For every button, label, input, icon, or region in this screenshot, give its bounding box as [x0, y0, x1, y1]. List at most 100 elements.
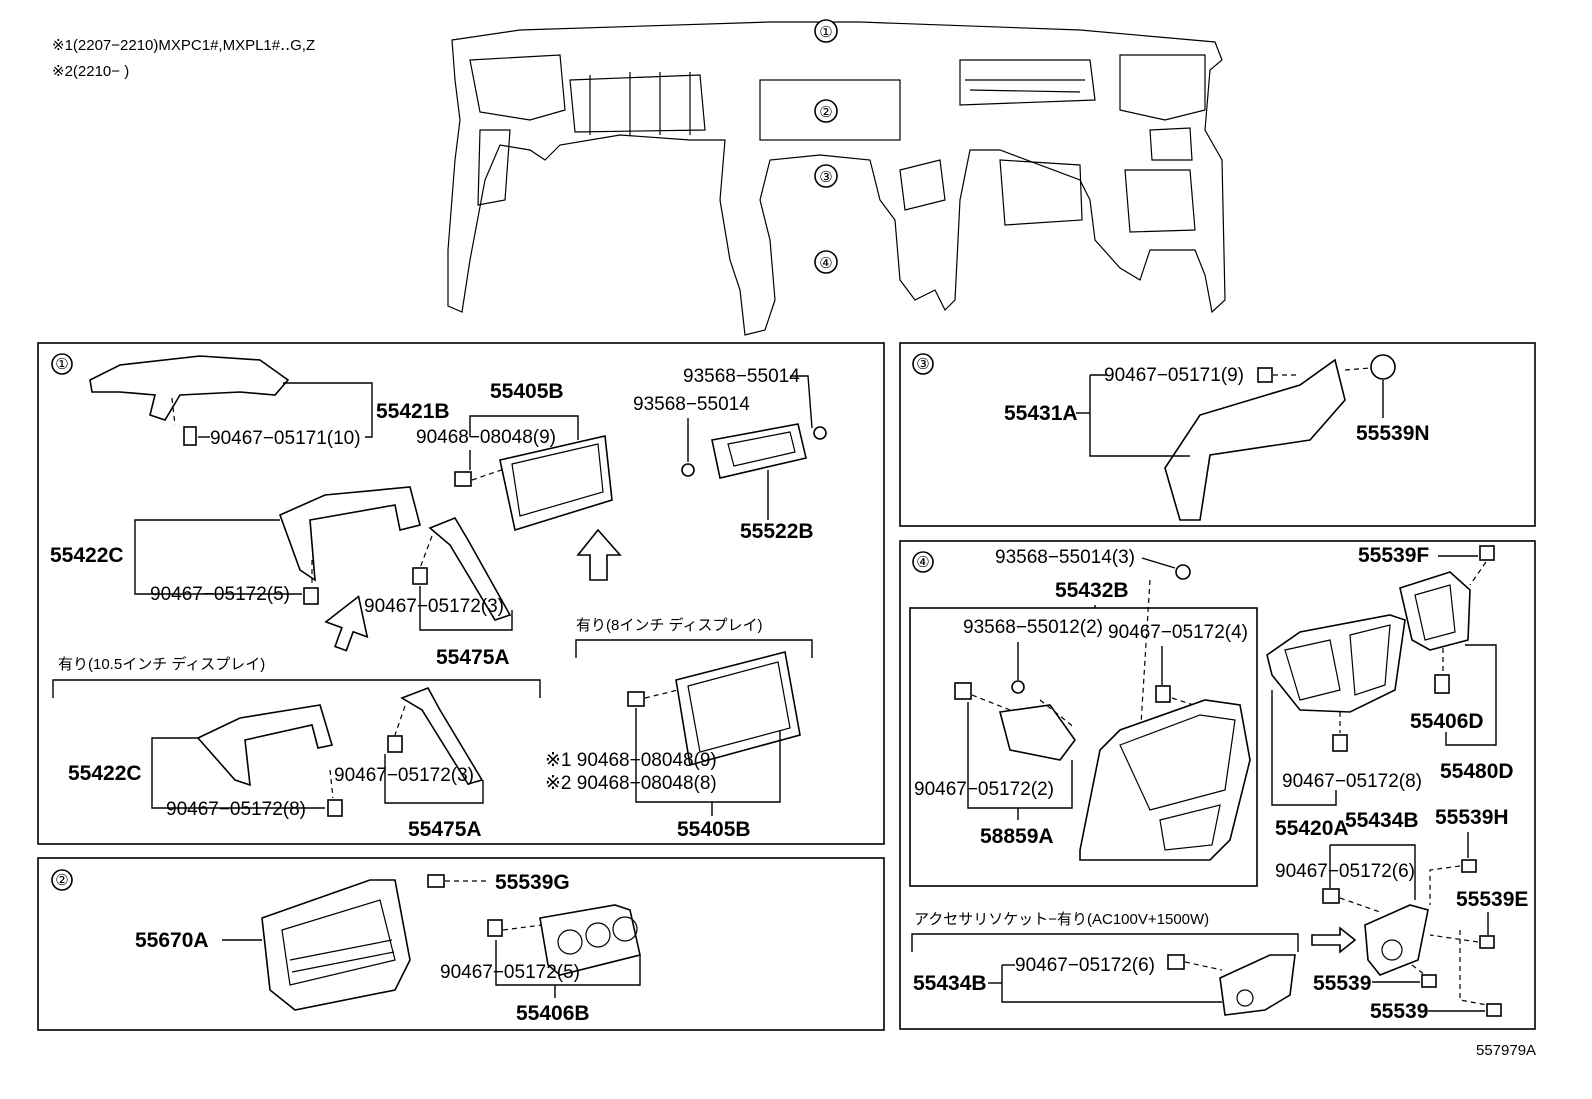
display-panel-55405b-bottom: [675, 651, 801, 767]
section-marker-3: ③: [819, 169, 832, 186]
label-90467-05172-4: 90467−05172(4): [1108, 622, 1248, 643]
control-panel-55670a: [261, 879, 411, 1011]
clip-icon: [1332, 734, 1348, 752]
label-55539e: 55539E: [1456, 888, 1528, 911]
section-marker-2: ②: [819, 104, 832, 121]
clip-icon: [1479, 545, 1495, 561]
label-note1-90468-08048-9: ※1 90468−08048(9): [545, 750, 717, 771]
label-55539g: 55539G: [495, 871, 570, 894]
option-accessory-socket: アクセサリソケット−有り(AC100V+1500W): [914, 911, 1209, 928]
clip-icon: [627, 691, 645, 707]
clip-icon: [1322, 888, 1340, 904]
label-90467-05172-8: 90467−05172(8): [166, 799, 306, 820]
label-55475a-top: 55475A: [436, 646, 510, 669]
label-55431a: 55431A: [1004, 402, 1078, 425]
socket-panel-55434b: [1364, 904, 1429, 976]
panel-3-marker: ③: [916, 356, 929, 373]
clip-icon: [1421, 974, 1437, 988]
clip-icon: [412, 567, 428, 585]
label-55406b: 55406B: [516, 1002, 590, 1025]
console-body-55432b: [1079, 699, 1251, 861]
clip-icon: [1155, 685, 1171, 703]
note-1: ※1(2207−2210)MXPC1#,MXPL1#‥G,Z: [52, 37, 315, 54]
cap-icon: [1370, 354, 1396, 380]
clip-icon: [1167, 954, 1185, 970]
clip-icon: [387, 735, 403, 753]
dashboard-frame-illustration: [447, 19, 1226, 336]
label-90467-05172-3-bottom: 90467−05172(3): [334, 765, 474, 786]
screw-icon: [1011, 680, 1025, 694]
label-90467-05172-2: 90467−05172(2): [914, 779, 1054, 800]
diagram-id: 557979A: [1476, 1042, 1536, 1059]
label-55670a: 55670A: [135, 929, 209, 952]
label-55406d: 55406D: [1410, 710, 1484, 733]
arrow-icon: [576, 528, 622, 581]
panel-1-marker: ①: [55, 356, 68, 373]
side-trim-55475a-bottom: [400, 687, 484, 785]
subgroup-box: [909, 607, 1258, 887]
clip-icon: [327, 799, 343, 817]
panel-4-frame: [899, 540, 1536, 1030]
panel-4-marker: ④: [916, 554, 929, 571]
label-55539h: 55539H: [1435, 806, 1509, 829]
label-90467-05172-6-bottom: 90467−05172(6): [1015, 955, 1155, 976]
clip-icon: [1461, 859, 1477, 873]
section-marker-1: ①: [819, 24, 832, 41]
label-55422c-top: 55422C: [50, 544, 124, 567]
clip-icon: [1479, 935, 1495, 949]
clip-icon: [954, 682, 972, 700]
upper-cover-55421b: [89, 355, 290, 421]
label-93568-55012-2: 93568−55012(2): [963, 617, 1103, 638]
label-55475a-bottom: 55475A: [408, 818, 482, 841]
clip-icon: [303, 587, 319, 605]
bracket-58859a: [998, 704, 1076, 761]
clip-icon: [1486, 1003, 1502, 1017]
label-55480d: 55480D: [1440, 760, 1514, 783]
screw-icon: [813, 426, 827, 440]
label-55405b-bottom: 55405B: [677, 818, 751, 841]
label-90467-05172-5: 90467−05172(5): [150, 584, 290, 605]
label-55421b: 55421B: [376, 400, 450, 423]
socket-panel-55434b-bottom: [1219, 954, 1296, 1016]
label-55522b: 55522B: [740, 520, 814, 543]
panel-3-frame: [899, 342, 1536, 527]
side-trim-55475a: [428, 517, 512, 621]
panel-1-frame: [37, 342, 885, 845]
side-panel-55431a: [1164, 358, 1346, 521]
panel-2-marker: ②: [55, 872, 68, 889]
display-panel-55405b: [499, 435, 613, 532]
label-55539-b: 55539: [1370, 1000, 1428, 1023]
panel-2-frame: [37, 857, 885, 1031]
option-10-5-inch: 有り(10.5インチ ディスプレイ): [58, 655, 265, 673]
label-55422c-bottom: 55422C: [68, 762, 142, 785]
label-93568-55014-3: 93568−55014(3): [995, 547, 1135, 568]
label-55405b-top: 55405B: [490, 380, 564, 403]
label-90467-05172-6-right: 90467−05172(6): [1275, 861, 1415, 882]
label-55434b-bottom: 55434B: [913, 972, 987, 995]
screw-icon: [681, 463, 695, 477]
option-8-inch: 有り(8インチ ディスプレイ): [576, 616, 762, 634]
label-55539f: 55539F: [1358, 544, 1429, 567]
label-note2-90468-08048-8: ※2 90468−08048(8): [545, 773, 717, 794]
clip-icon: [1434, 674, 1450, 694]
label-90467-05172-8-panel4: 90467−05172(8): [1282, 771, 1422, 792]
arrow-icon: [324, 595, 369, 652]
display-bezel-55422c-bottom: [196, 704, 334, 787]
label-58859a: 58859A: [980, 825, 1054, 848]
label-90467-05171-10: 90467−05171(10): [210, 428, 361, 449]
label-55539n: 55539N: [1356, 422, 1430, 445]
clip-icon: [183, 426, 197, 446]
label-55539-a: 55539: [1313, 972, 1371, 995]
section-marker-4: ④: [819, 255, 832, 272]
clip-icon: [487, 919, 503, 937]
label-55420a: 55420A: [1275, 817, 1349, 840]
arrow-icon: [1311, 926, 1357, 954]
display-unit-55522b: [711, 423, 807, 479]
console-box-55420a: [1266, 614, 1406, 713]
label-55432b: 55432B: [1055, 579, 1129, 602]
clip-icon: [427, 874, 445, 888]
note-2: ※2(2210− ): [52, 63, 129, 80]
screw-icon: [1175, 564, 1191, 580]
label-90467-05172-3-top: 90467−05172(3): [364, 596, 504, 617]
